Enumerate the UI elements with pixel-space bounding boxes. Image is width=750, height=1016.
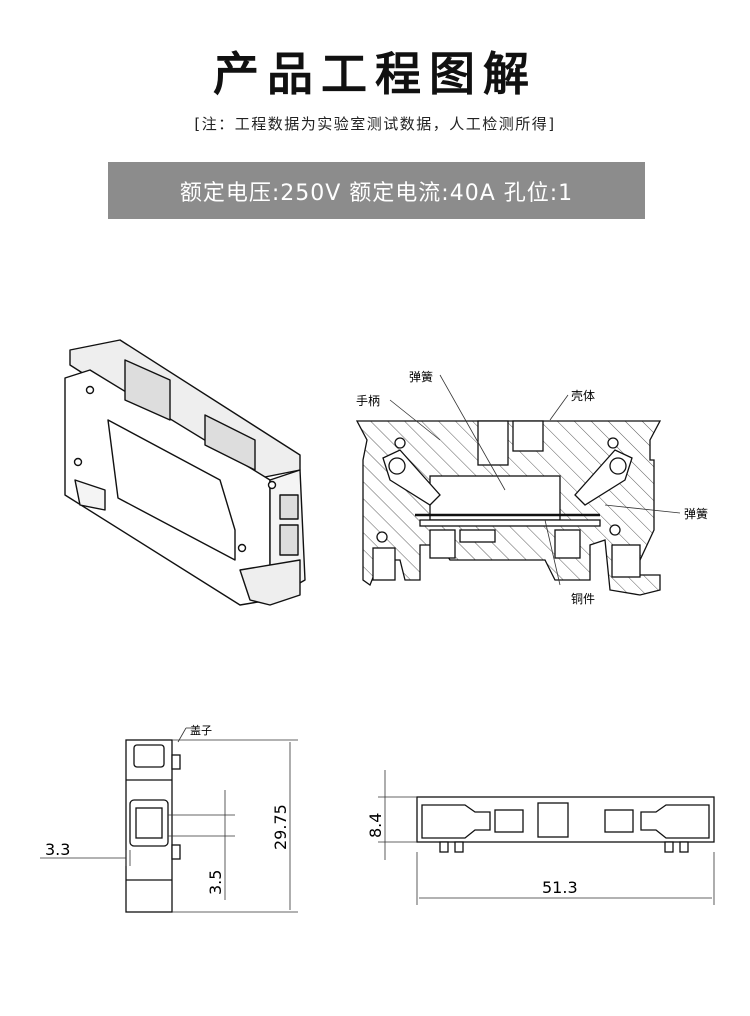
section-callouts <box>389 374 681 586</box>
page-title: 产品工程图解 <box>213 47 537 101</box>
section-view <box>355 420 662 596</box>
dim-top-height: 8.4 <box>366 813 385 838</box>
side-dimensions <box>40 727 298 913</box>
top-dimensions <box>378 770 715 905</box>
dim-side-height: 29.75 <box>271 804 290 850</box>
label-cover: 盖子 <box>190 723 212 737</box>
label-spring-top: 弹簧 <box>409 369 433 384</box>
test-note: [注：工程数据为实验室测试数据，人工检测所得] <box>194 115 556 133</box>
dim-side-slot: 3.5 <box>206 870 225 895</box>
spec-text: 额定电压:250V 额定电流:40A 孔位:1 <box>179 180 574 206</box>
side-view <box>125 739 181 913</box>
top-view <box>416 796 715 853</box>
dim-side-width: 3.3 <box>45 840 70 859</box>
dim-top-length: 51.3 <box>542 878 578 897</box>
label-spring-right: 弹簧 <box>684 506 708 521</box>
label-handle: 手柄 <box>356 394 380 408</box>
spec-band: 额定电压:250V 额定电流:40A 孔位:1 <box>108 162 645 219</box>
label-housing: 壳体 <box>571 389 595 403</box>
isometric-view <box>64 339 306 606</box>
label-copper: 铜件 <box>571 591 595 606</box>
